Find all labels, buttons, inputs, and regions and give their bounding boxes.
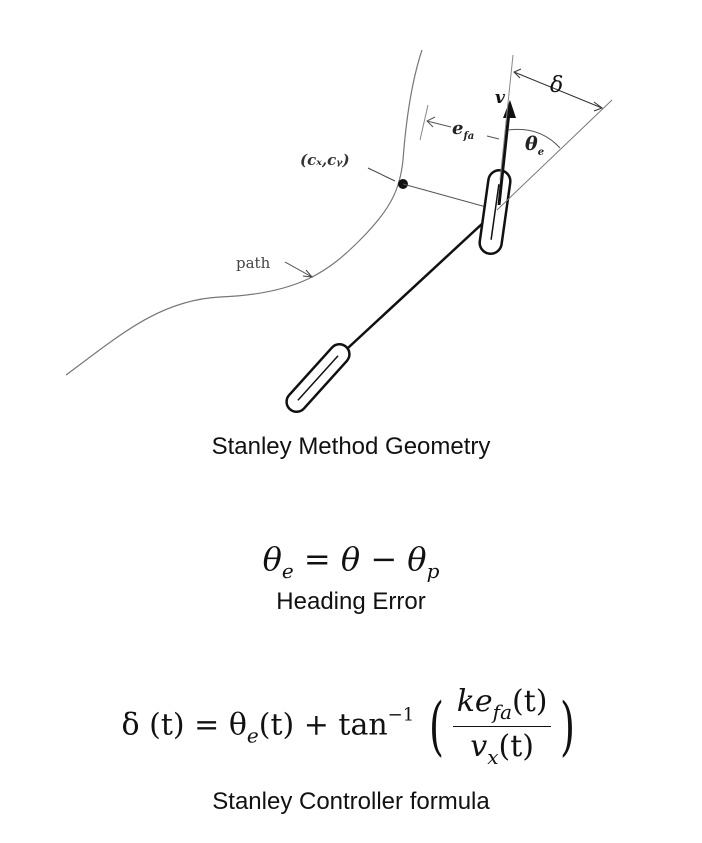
denominator-sub: x xyxy=(487,745,499,769)
controller-lhs: δ (t) = θ xyxy=(121,707,247,743)
path-label-arrow xyxy=(284,261,313,278)
controller-caption: Stanley Controller formula xyxy=(212,788,490,815)
delta-dimension-line xyxy=(513,71,603,109)
left-paren: ( xyxy=(428,689,444,764)
numerator-tail: (t) xyxy=(512,684,548,719)
theta-e-subscript: e xyxy=(538,147,544,158)
heading-error-caption: Heading Error xyxy=(276,588,426,615)
velocity-arrowhead xyxy=(503,100,516,118)
fraction-numerator: kefa(t) xyxy=(452,684,552,727)
path-heading-line xyxy=(496,99,613,211)
stanley-controller-formula: δ (t) = θe(t) + tan−1 ( kefa(t) vx(t) ) xyxy=(0,684,702,769)
efa-dimension-line-right xyxy=(486,135,500,140)
numerator-sub: fa xyxy=(492,700,512,724)
path-curve xyxy=(65,49,423,376)
controller-mid: (t) + tan xyxy=(258,707,388,743)
heading-error-lhs: θ xyxy=(262,540,282,578)
point-label-arrow xyxy=(367,167,396,182)
delta-label: δ xyxy=(550,73,563,98)
rear-wheel xyxy=(285,342,351,414)
geometry-caption: Stanley Method Geometry xyxy=(211,433,491,460)
heading-error-formula: θe = θ − θp xyxy=(0,540,702,583)
denominator-tail: (t) xyxy=(498,729,534,764)
efa-label: efa xyxy=(452,118,474,142)
heading-error-rhs: = θ − θ xyxy=(293,540,427,578)
velocity-arrow xyxy=(497,111,511,206)
velocity-label: v xyxy=(495,88,506,108)
vehicle-body xyxy=(321,209,498,373)
efa-dimension-line-left xyxy=(426,120,452,128)
right-paren: ) xyxy=(560,689,576,764)
path-label: path xyxy=(236,254,271,272)
controller-lhs-sub: e xyxy=(246,723,259,748)
controller-fraction: kefa(t) vx(t) xyxy=(452,684,552,769)
stanley-geometry-diagram: path (cₓ,cᵧ) v δ θe efa xyxy=(65,49,613,414)
heading-error-rhs-sub: p xyxy=(426,559,440,583)
heading-extension-line xyxy=(499,54,514,181)
theta-e-symbol: θ xyxy=(525,133,538,155)
cross-track-line xyxy=(402,183,498,211)
denominator-main: v xyxy=(470,729,488,764)
numerator-main: ke xyxy=(456,684,493,719)
theta-e-label: θe xyxy=(525,133,544,158)
closest-point-label: (cₓ,cᵧ) xyxy=(300,151,350,169)
theta-e-arc xyxy=(507,128,561,149)
controller-mid-sup: −1 xyxy=(387,704,415,726)
efa-symbol: e xyxy=(452,118,463,139)
front-wheel xyxy=(478,169,512,255)
efa-subscript: fa xyxy=(462,131,474,142)
heading-error-lhs-sub: e xyxy=(281,559,294,583)
fraction-denominator: vx(t) xyxy=(453,727,552,769)
